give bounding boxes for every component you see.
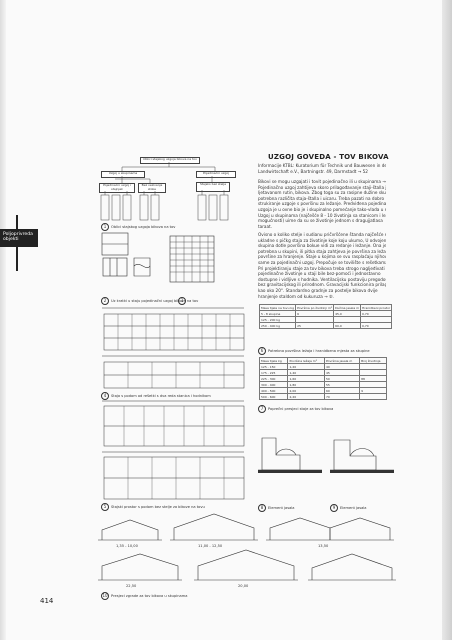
section-tab: Poljoprivreda objekti (0, 229, 38, 247)
text-line: potrebna različita staja-štalla i uicaru… (258, 195, 385, 201)
text-line: Pojedinačno uzgoj zahtijeva skoro prilag… (258, 184, 386, 190)
figure-9-number: 9 (330, 504, 338, 512)
text-line: same za pojedinačni uzgoj. Prepočuje se … (258, 259, 386, 265)
area-requirements-table: Masa tijela na tovu kg Površina po život… (258, 304, 393, 329)
tree-right-box: Pojedinačni uzgoj (196, 171, 236, 178)
text-line: Uzgoj u skupinama (najčešće 8 - 10 život… (258, 212, 386, 218)
text-line: bez gravitacijskog ili prirodnom. Gravac… (258, 282, 386, 288)
text-line: Bikovi se mogu uzgajati i tovit pojedina… (258, 179, 386, 184)
figure-7-caption-text: Poprečni presjeci staje za tov bikova (268, 407, 334, 411)
figure-2-caption-text: Uz kratki u staju pojedinačni uzgoj biko… (111, 299, 199, 303)
table-row: 500 - 600 2,20 70 (258, 393, 387, 400)
table-header-row: Masa tijela kg Površina ležaja m² Površi… (258, 357, 387, 364)
figure-4-caption-text: Staja s podom od rešetki s dva reda stan… (111, 394, 211, 398)
article-paragraph-2: Ovisno o koliko stelje i sudianu pričvrš… (258, 232, 386, 299)
article-title: UZGOJ GOVEDA - TOV BIKOVA (268, 153, 389, 161)
table-cell: 25 (295, 322, 335, 329)
section-tab-line-2: objekti (3, 237, 19, 243)
figure-8-number: 8 (258, 504, 266, 512)
text-line: strukiranje uzgoje s površinu za ležanje… (258, 201, 386, 207)
text-line: površine za hranjenje. Staje u kojima se… (258, 254, 386, 260)
text-line: ukladne s pičkg staja za životinje koje … (258, 237, 386, 243)
reference-line: Informacije KTBL: Kuratorium für Technik… (258, 163, 386, 168)
text-line: dostupne i vidljive s hodnika. Ventilaci… (258, 276, 386, 282)
weight-table: Masa tijela kg Površina ležaja m² Površi… (258, 357, 387, 400)
figure-9-caption-text: Element jasala (340, 506, 367, 510)
section-tab-line-1: Poljoprivreda (3, 232, 33, 237)
tree-sub-b: Bez vezivanja stoke (138, 183, 166, 193)
text-line: pojedinačne životinje u staji bile bez-p… (258, 271, 381, 277)
text-line: kao oko 20°. Standardno gradnje za poste… (258, 287, 378, 293)
tree-left-box: Uzgoj u skupinama (101, 171, 145, 178)
section-dimension: 20,00 (238, 584, 249, 588)
table-cell: 0,70 (360, 322, 393, 329)
figure-1-number: 1 (101, 223, 109, 231)
text-line: skupina dotle površina bokue vidi za red… (258, 243, 386, 249)
table-row: 225 - 300 1,60 50 88 (258, 375, 387, 382)
article-paragraph-1: Bikovi se mogu uzgajati i tovit pojedina… (258, 179, 386, 229)
reference-line: Landwirtschaft e.V., Bartningstr. 49, Da… (258, 168, 368, 174)
section-dimension: 13,50 (318, 544, 329, 548)
tree-sub-c: Stajsko bez stelje (196, 182, 230, 192)
text-line: potrebna u skupini, ili pitka staja zaht… (258, 248, 386, 254)
text-line: Pri projektiranju staje za tov bikova tr… (258, 265, 386, 271)
tree-root-box: Oblici stajskog uzgoja bikova na tov (140, 157, 200, 164)
table-row: 250 - 400 kg 25 60,0 0,70 (258, 322, 393, 329)
figure-5-caption-text: Stajski prostor s podom bez stelje za bi… (111, 505, 205, 509)
tree-sub-a: Pojedinačni uzgoj i stajnjak (99, 183, 135, 193)
section-dimension: 22,50 (126, 584, 137, 588)
figure-10-number: 10 (101, 592, 109, 600)
text-line: mogućnosti) uime da su se životinje jedn… (258, 218, 383, 224)
page-number: 414 (40, 597, 54, 605)
table-cell: 70 (323, 393, 361, 400)
table-cell: 250 - 400 kg (258, 322, 297, 329)
section-dimension: 1,35 - 10,00 (116, 544, 138, 548)
figure-2-number: 2 (101, 297, 109, 305)
figure-3-caption: 3 (178, 297, 188, 305)
text-line: ljetavanom rutin, bikova. Zbog toga su z… (258, 190, 386, 196)
figure-7-number: 7 (258, 405, 266, 413)
article-reference: Informacije KTBL: Kuratorium für Technik… (258, 163, 386, 174)
figure-6-caption-text: Potrebna površina ležaja i hranidbena mj… (268, 349, 370, 353)
figure-10-caption-text: Presjeci zgrade za tov bikova u skupinam… (111, 594, 188, 598)
figure-1-caption-text: Oblici stajskog uzgoja bikova na tov (111, 225, 176, 229)
page-edge-shadow (442, 0, 452, 640)
text-line: Ovisno o koliko stelje i sudianu pričvrš… (258, 232, 386, 237)
text-line: hranjenje staldom od kukuruza → ⑤. (258, 293, 335, 299)
figure-6-number: 6 (258, 347, 266, 355)
text-line: uzgoja je u ovne bio je i skupinalno pom… (258, 206, 386, 212)
figure-8-caption-text: Element jasala (268, 506, 295, 510)
table-cell (359, 393, 387, 400)
figure-5-number: 5 (101, 503, 109, 511)
figure-4-number: 4 (101, 392, 109, 400)
table-cell: 500 - 600 (258, 393, 289, 400)
table-row: 300 - 400 1,80 55 (258, 381, 387, 388)
page-gutter-shadow (0, 0, 6, 640)
text-line: taraat. (258, 223, 273, 229)
figure-3-number: 3 (178, 297, 186, 305)
section-dimension: 11,00 - 12,50 (198, 544, 223, 548)
